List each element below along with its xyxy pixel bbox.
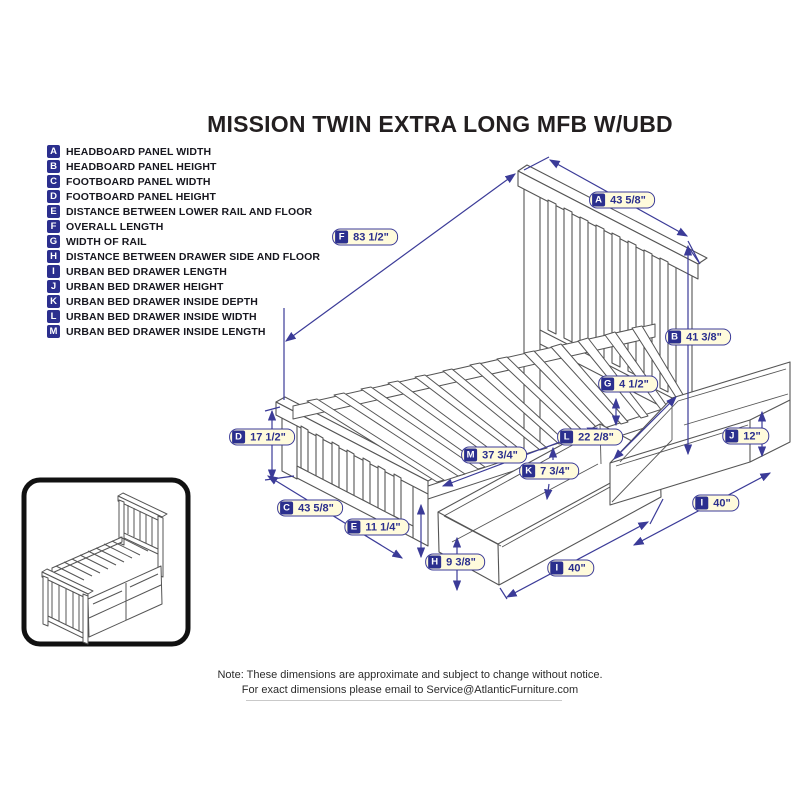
dimension-key-badge: B [668,330,682,344]
note: Note: These dimensions are approximate a… [180,668,640,698]
dimension-key-badge: J [725,429,739,443]
page-title: MISSION TWIN EXTRA LONG MFB W/UBD [207,111,673,137]
legend-key-badge: C [47,175,60,188]
dimension-label-F: F 83 1/2" [332,228,398,246]
dimension-value: 83 1/2" [353,231,389,243]
legend-key-badge: J [47,280,60,293]
legend: A HEADBOARD PANEL WIDTH B HEADBOARD PANE… [47,144,320,339]
legend-item-label: FOOTBOARD PANEL WIDTH [66,175,211,188]
legend-key-badge: H [47,250,60,263]
dimension-value: 37 3/4" [482,449,518,461]
dimension-label-L: L 22 2/8" [557,428,623,446]
dimension-value: 7 3/4" [540,465,570,477]
legend-item-label: WIDTH OF RAIL [66,235,147,248]
dimension-value: 41 3/8" [686,331,722,343]
dimension-key-badge: F [335,230,349,244]
legend-row-A: A HEADBOARD PANEL WIDTH [47,144,320,159]
legend-key-badge: G [47,235,60,248]
dimension-value: 43 5/8" [610,194,646,206]
dimension-label-B: B 41 3/8" [665,328,731,346]
dimension-value: 11 1/4" [365,521,401,533]
dimension-key-badge: M [464,448,478,462]
legend-item-label: URBAN BED DRAWER INSIDE WIDTH [66,310,257,323]
dimension-label-I: I 40" [692,494,740,512]
legend-key-badge: B [47,160,60,173]
legend-key-badge: L [47,310,60,323]
legend-row-G: G WIDTH OF RAIL [47,234,320,249]
legend-key-badge: K [47,295,60,308]
legend-item-label: URBAN BED DRAWER INSIDE LENGTH [66,325,266,338]
dimension-key-badge: D [232,430,246,444]
dimension-value: 9 3/8" [446,556,476,568]
dimension-key-badge: A [592,193,606,207]
legend-row-I: I URBAN BED DRAWER LENGTH [47,264,320,279]
dimension-label-G: G 4 1/2" [598,375,658,393]
legend-row-M: M URBAN BED DRAWER INSIDE LENGTH [47,324,320,339]
legend-key-badge: F [47,220,60,233]
dimension-value: 40" [568,562,586,574]
dimension-key-badge: L [560,430,574,444]
dimension-value: 4 1/2" [619,378,649,390]
dimension-label-C: C 43 5/8" [277,499,343,517]
dimension-key-badge: I [550,561,564,575]
legend-row-K: K URBAN BED DRAWER INSIDE DEPTH [47,294,320,309]
dimension-label-E: E 11 1/4" [344,518,410,536]
dimension-key-badge: H [428,555,442,569]
dimension-key-badge: E [347,520,361,534]
dimension-label-H: H 9 3/8" [425,553,485,571]
legend-key-badge: D [47,190,60,203]
dimension-value: 22 2/8" [578,431,614,443]
note-line-2: For exact dimensions please email to Ser… [241,684,579,696]
legend-item-label: URBAN BED DRAWER HEIGHT [66,280,224,293]
legend-row-J: J URBAN BED DRAWER HEIGHT [47,279,320,294]
legend-row-L: L URBAN BED DRAWER INSIDE WIDTH [47,309,320,324]
dimension-value: 12" [743,430,761,442]
dimension-key-badge: I [695,496,709,510]
legend-row-B: B HEADBOARD PANEL HEIGHT [47,159,320,174]
dimension-label-D: D 17 1/2" [229,428,295,446]
legend-key-badge: E [47,205,60,218]
dimension-label-J: J 12" [722,427,770,445]
dimension-key-badge: G [601,377,615,391]
dimension-label-K: K 7 3/4" [519,462,579,480]
dimension-value: 43 5/8" [298,502,334,514]
dimension-value: 17 1/2" [250,431,286,443]
dimension-label-M: M 37 3/4" [461,446,527,464]
legend-row-D: D FOOTBOARD PANEL HEIGHT [47,189,320,204]
dimension-key-badge: C [280,501,294,515]
legend-item-label: OVERALL LENGTH [66,220,164,233]
legend-item-label: FOOTBOARD PANEL HEIGHT [66,190,216,203]
inset-thumbnail [21,477,191,647]
legend-item-label: URBAN BED DRAWER INSIDE DEPTH [66,295,258,308]
legend-key-badge: M [47,325,60,338]
legend-item-label: HEADBOARD PANEL HEIGHT [66,160,217,173]
legend-item-label: URBAN BED DRAWER LENGTH [66,265,227,278]
legend-item-label: DISTANCE BETWEEN LOWER RAIL AND FLOOR [66,205,313,218]
dimension-value: 40" [713,497,731,509]
note-divider [246,700,562,701]
legend-key-badge: I [47,265,60,278]
legend-row-F: F OVERALL LENGTH [47,219,320,234]
legend-item-label: HEADBOARD PANEL WIDTH [66,145,212,158]
dimension-label-I: I 40" [547,559,595,577]
legend-row-E: E DISTANCE BETWEEN LOWER RAIL AND FLOOR [47,204,320,219]
note-line-1: Note: These dimensions are approximate a… [217,669,603,681]
legend-row-H: H DISTANCE BETWEEN DRAWER SIDE AND FLOOR [47,249,320,264]
dimension-label-A: A 43 5/8" [589,191,655,209]
legend-row-C: C FOOTBOARD PANEL WIDTH [47,174,320,189]
legend-item-label: DISTANCE BETWEEN DRAWER SIDE AND FLOOR [66,250,321,263]
legend-key-badge: A [47,145,60,158]
dimension-key-badge: K [522,464,536,478]
